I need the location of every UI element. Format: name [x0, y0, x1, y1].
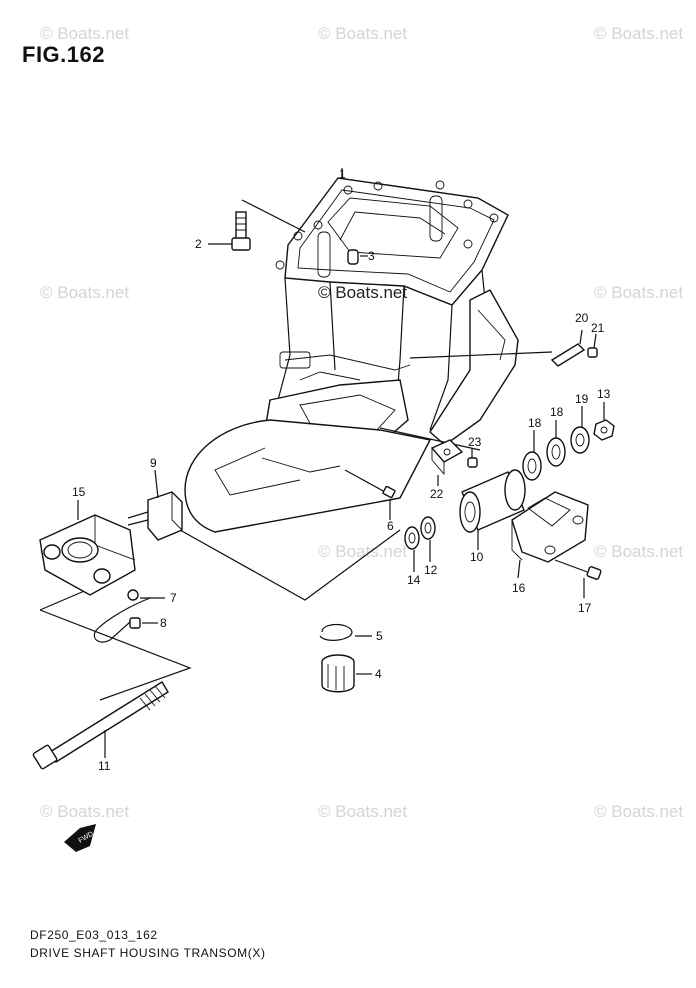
callout-13: 13 — [597, 387, 611, 401]
mount-part-10 — [459, 469, 526, 550]
watermark: © Boats.net — [40, 802, 130, 821]
callout-3: 3 — [368, 249, 375, 263]
callout-14: 14 — [407, 573, 421, 587]
figure-caption: DRIVE SHAFT HOUSING TRANSOM(X) — [30, 946, 266, 960]
callout-9: 9 — [150, 456, 157, 470]
fwd-arrow-icon: FWD — [64, 824, 96, 852]
washer-part-19 — [570, 406, 590, 454]
bolt-part-17 — [554, 559, 602, 598]
bolt-part-6 — [344, 469, 396, 520]
callout-17: 17 — [578, 601, 592, 615]
figure-code: DF250_E03_013_162 — [30, 928, 158, 942]
washer-part-14 — [404, 526, 420, 572]
callout-11: 11 — [98, 759, 111, 773]
watermark: © Boats.net — [594, 542, 684, 561]
bolt-part-2 — [208, 211, 251, 251]
screw-part-23 — [467, 448, 478, 468]
screw-part-8 — [129, 617, 158, 629]
callout-5: 5 — [376, 629, 383, 643]
callout-6: 6 — [387, 519, 394, 533]
watermark: © Boats.net — [318, 802, 408, 821]
callout-8: 8 — [160, 616, 167, 630]
circlip-part-5 — [319, 623, 372, 641]
watermark: © Boats.net — [40, 24, 130, 43]
callout-16: 16 — [512, 581, 526, 595]
screw-part-21 — [587, 333, 598, 358]
grommet-part-9 — [127, 469, 183, 541]
callout-10: 10 — [470, 550, 484, 564]
watermark: © Boats.net — [594, 283, 684, 302]
callout-23: 23 — [468, 435, 482, 449]
callout-1: 1 — [339, 167, 346, 181]
washer-part-18a — [522, 430, 542, 481]
callout-7: 7 — [170, 591, 177, 605]
watermark: © Boats.net — [318, 542, 408, 561]
callout-21: 21 — [591, 321, 605, 335]
mount-housing-part-16 — [511, 491, 589, 579]
callout-15: 15 — [72, 485, 86, 499]
watermark: © Boats.net — [594, 802, 684, 821]
dowel-part-3 — [347, 249, 368, 265]
long-bolt-part-11 — [32, 681, 169, 770]
washer-part-18b — [546, 420, 566, 467]
watermark: © Boats.net — [594, 24, 684, 43]
bracket-part-20 — [550, 329, 586, 367]
watermark: © Boats.net — [318, 24, 408, 43]
clamp-bracket-part-15 — [39, 500, 136, 596]
bushing-part-4 — [321, 654, 372, 693]
callout-18a: 18 — [528, 416, 542, 430]
plate-part-22 — [430, 439, 464, 486]
washer-part-12 — [420, 516, 436, 562]
callout-19: 19 — [575, 392, 589, 406]
callout-2: 2 — [195, 237, 202, 251]
ground-wire-part-7 — [93, 589, 165, 643]
callout-12: 12 — [424, 563, 438, 577]
watermark: © Boats.net — [40, 283, 130, 302]
figure-title: FIG.162 — [22, 42, 105, 67]
callout-4: 4 — [375, 667, 382, 681]
drive-shaft-housing — [184, 177, 519, 533]
callout-18b: 18 — [550, 405, 564, 419]
center-watermark: © Boats.net — [318, 283, 408, 302]
nut-part-13 — [593, 402, 615, 441]
callout-20: 20 — [575, 311, 589, 325]
callout-22: 22 — [430, 487, 444, 501]
